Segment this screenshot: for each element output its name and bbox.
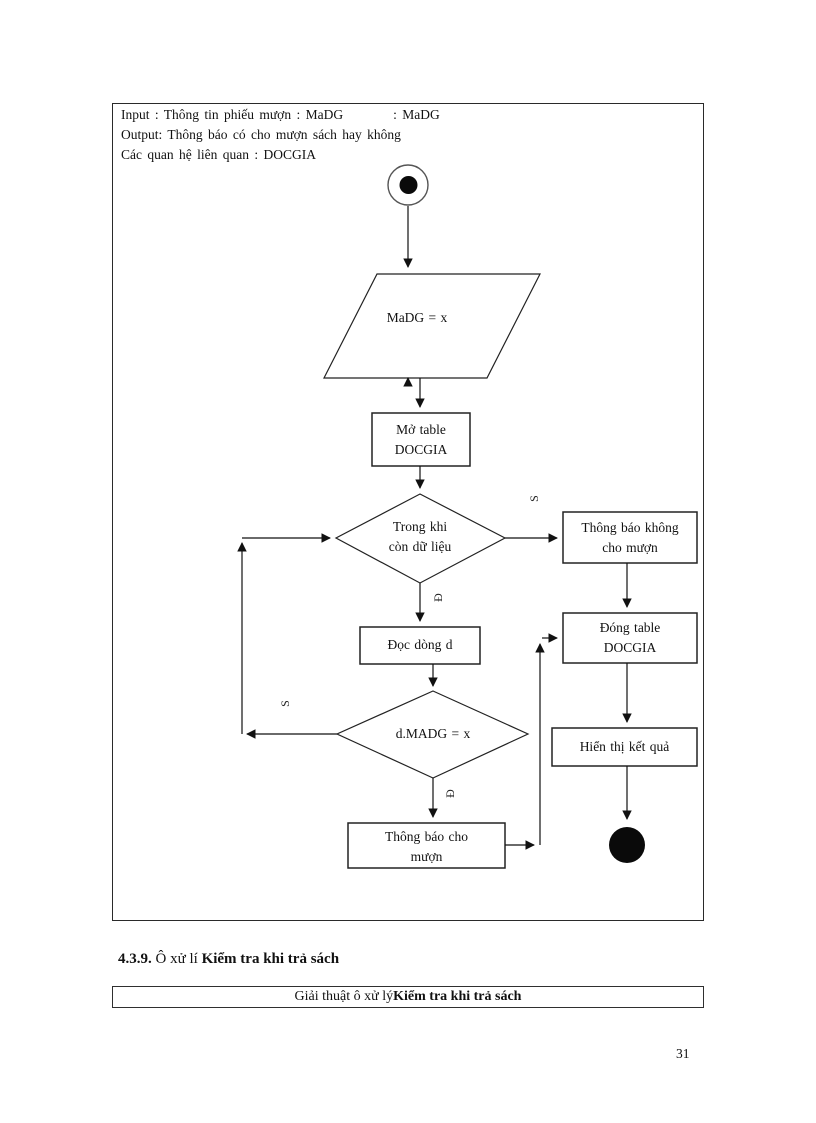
while-node-label: Trong khi còn dữ liệu xyxy=(350,517,490,557)
while-line-1: Trong khi xyxy=(392,519,448,534)
notify-borrow-line-1: Thông báo cho xyxy=(385,829,468,844)
page-number: 31 xyxy=(676,1046,690,1061)
close-table-line-2: DOCGIA xyxy=(603,640,657,655)
header-line-2: Output: Thông báo có cho mượn sách hay k… xyxy=(121,127,401,142)
algorithm-bar-prefix: Giải thuật ô xử lý xyxy=(294,989,394,1004)
show-result-box xyxy=(551,727,698,767)
section-number: 4.3.9. xyxy=(118,951,152,967)
flowchart-header: Input : Thông tin phiếu mượn : MaDG : MaD… xyxy=(121,105,440,165)
close-table-line-1: Đóng table xyxy=(599,620,661,635)
notify-no-borrow-line-2: cho mượn xyxy=(602,540,658,555)
open-table-line-2: DOCGIA xyxy=(394,442,448,457)
compare-true-branch-label: Đ xyxy=(442,789,457,798)
notify-no-borrow-line-1: Thông báo không xyxy=(581,520,679,535)
algorithm-bar-title: Kiểm tra khi trả sách xyxy=(393,989,522,1004)
start-node-inner-dot xyxy=(399,176,418,194)
compare-false-branch-label: S xyxy=(277,700,292,707)
while-false-branch-label: S xyxy=(526,495,541,502)
header-line-1: Input : Thông tin phiếu mượn : MaDG : MaD… xyxy=(121,105,440,125)
algorithm-bar: Giải thuật ô xử lý Kiểm tra khi trả sách xyxy=(112,986,704,1008)
notify-borrow-line-2: mượn xyxy=(410,849,443,864)
header-line-3: Các quan hệ liên quan : DOCGIA xyxy=(121,147,316,162)
open-table-line-1: Mở table xyxy=(396,422,446,437)
section-prefix: Ô xử lí xyxy=(151,951,202,967)
end-node-circle xyxy=(609,827,645,863)
read-row-node-label: Đọc dòng d xyxy=(387,637,453,652)
notify-no-borrow-node-label: Thông báo không cho mượn xyxy=(563,518,697,558)
notify-borrow-node-label: Thông báo cho mượn xyxy=(348,827,505,867)
show-result-node-label: Hiển thị kết quả xyxy=(579,739,670,754)
header-line-1b: : MaDG xyxy=(393,107,440,122)
open-table-box xyxy=(371,412,471,467)
read-row-box xyxy=(359,626,481,665)
section-title: Kiểm tra khi trả sách xyxy=(201,951,340,967)
close-table-node-label: Đóng table DOCGIA xyxy=(563,618,697,658)
close-table-box xyxy=(562,612,698,664)
input-node-label: MaDG = x xyxy=(386,310,448,325)
input-parallelogram xyxy=(323,273,541,379)
while-true-branch-label: Đ xyxy=(430,593,445,602)
compare-node-label: d.MADG = x xyxy=(395,726,471,741)
notify-no-borrow-box xyxy=(562,511,698,564)
open-table-node-label: Mở table DOCGIA xyxy=(372,420,470,460)
while-line-2: còn dữ liệu xyxy=(388,539,452,554)
section-heading: 4.3.9. Ô xử lí Kiểm tra khi trả sách xyxy=(118,951,339,968)
header-line-1a: Input : Thông tin phiếu mượn : MaDG xyxy=(121,107,344,122)
